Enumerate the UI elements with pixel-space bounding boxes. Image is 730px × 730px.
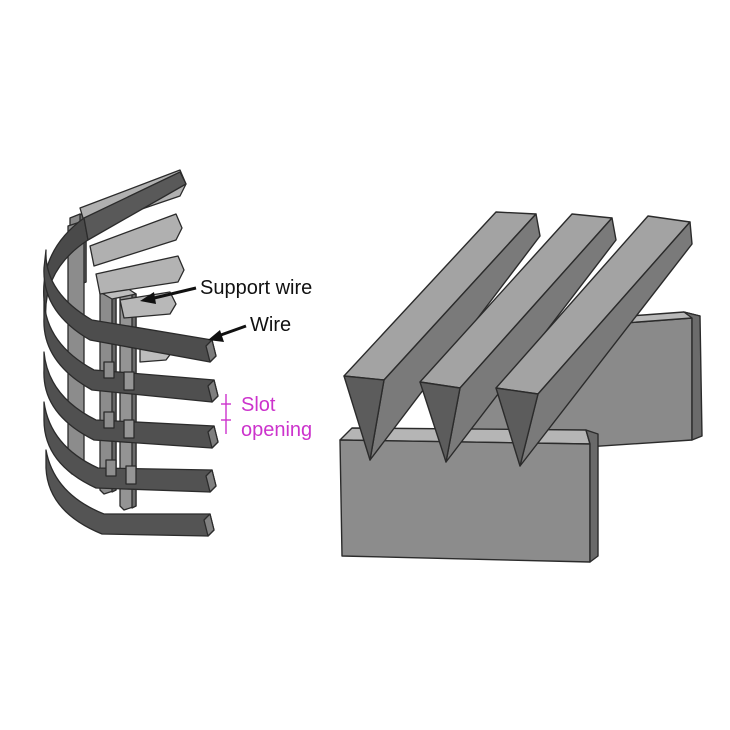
wedge-wire-2: [419, 213, 617, 463]
wedge-wire-1: [343, 211, 541, 461]
wedge-wire-3: [495, 215, 693, 467]
support-bar-front-front-face: [339, 439, 591, 563]
support-rod-a: [67, 221, 85, 475]
support-rod-front-3: [103, 411, 115, 429]
support-rod-front-4: [123, 419, 135, 439]
cylindrical-screen-illustration: [43, 169, 219, 537]
wire-ring-2-end: [205, 339, 217, 363]
slot-opening-marker: [221, 394, 231, 434]
wire-ring-4-end: [207, 425, 219, 449]
callout-arrows: [140, 286, 247, 342]
support-wire-arrow-line: [149, 286, 197, 301]
wire-rings-front: [43, 171, 219, 537]
wire-ring-6-end: [203, 513, 215, 537]
support-bar-front-end-face: [585, 429, 599, 563]
wire-back-3: [95, 255, 185, 295]
wedge-wire-3-end-face: [495, 387, 539, 467]
wedge-wire-2-end-face: [419, 381, 461, 463]
support-rod-front-5: [105, 459, 117, 477]
wedge-wire-1-end-face: [343, 375, 385, 461]
slot-opening-label-line1: Slot: [241, 394, 276, 416]
wire-label: Wire: [250, 314, 292, 336]
support-rod-front-6: [125, 465, 137, 485]
wire-arrow-line: [217, 324, 247, 338]
wire-ring-5-end: [205, 469, 217, 493]
wire-ring-1-top: [83, 171, 187, 241]
support-bar-back-end-face: [683, 311, 703, 441]
support-rod-front-1: [103, 361, 115, 379]
wedge-wire-detail-illustration: [339, 211, 703, 563]
wire-back-2: [89, 213, 183, 267]
support-wire-label: Support wire: [200, 277, 313, 299]
support-rod-front-2: [123, 371, 135, 391]
support-rods-front: [103, 361, 137, 485]
wire-back-4: [119, 291, 177, 319]
wire-ring-3-end: [207, 379, 219, 403]
support-wire-arrowhead: [140, 292, 156, 304]
wire-arrowhead: [208, 330, 224, 342]
slot-opening-label-line2: opening: [241, 419, 313, 441]
